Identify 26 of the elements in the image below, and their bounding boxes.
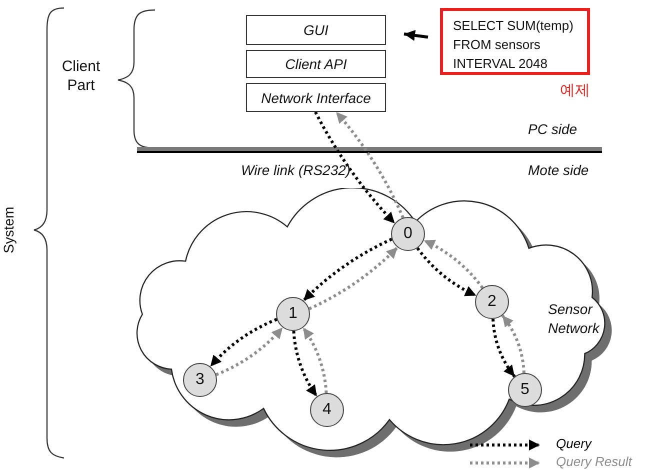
arrow [302, 238, 392, 302]
arrow [492, 318, 516, 378]
layer-box: GUI [246, 15, 386, 45]
arrow [423, 238, 484, 289]
arrow [216, 326, 284, 376]
layer-box: Network Interface [246, 83, 386, 112]
arrow [335, 111, 404, 218]
arrow [308, 246, 399, 310]
arrow [404, 30, 428, 41]
arrow [416, 247, 477, 298]
label-text: PC side [528, 121, 578, 137]
label-text: Wire link (RS232) [241, 162, 351, 178]
arrow [314, 111, 396, 224]
label-text: Mote side [528, 162, 589, 178]
arrow [501, 314, 526, 374]
legend-label: Query Result [556, 454, 632, 469]
legend-label: Query [556, 436, 592, 451]
cloud-label: Sensor Network [548, 300, 601, 338]
label-text: System [0, 206, 16, 254]
label-text: Client Part [60, 57, 102, 95]
arrow [302, 326, 328, 394]
layer-box: Client API [246, 50, 386, 78]
caption-text: 예제 [560, 81, 590, 100]
query-box: SELECT SUM(temp) FROM sensors INTERVAL 2048 [440, 8, 590, 75]
arrow [292, 330, 318, 398]
arrow [209, 318, 278, 368]
